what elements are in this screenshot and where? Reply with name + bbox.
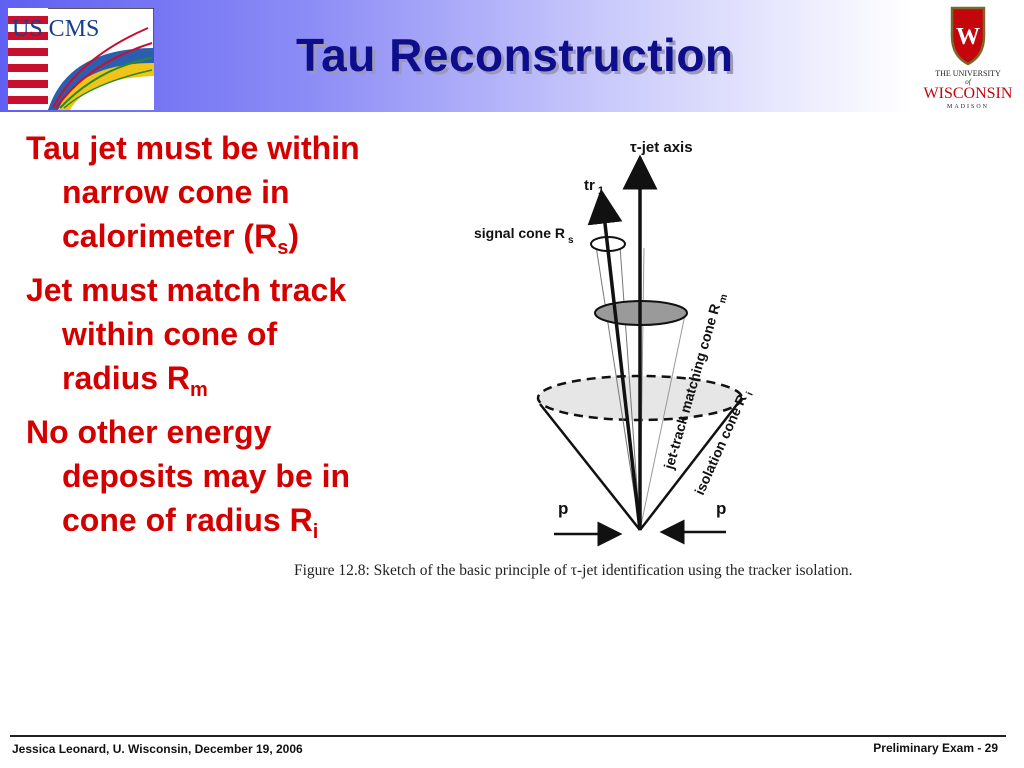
footer-divider [10, 735, 1006, 737]
footer-author: Jessica Leonard, U. Wisconsin, December … [12, 742, 303, 756]
bullet-line: calorimeter (Rs) [62, 218, 299, 259]
uw-of-text: of [965, 78, 972, 86]
figure-caption: Figure 12.8: Sketch of the basic princip… [294, 562, 853, 579]
p-right-label: p [716, 499, 726, 518]
bullet-line: deposits may be in [62, 458, 351, 494]
crest-icon [950, 6, 986, 66]
uw-top-text: THE UNIVERSITY [935, 69, 1001, 78]
uw-madison-logo: W THE UNIVERSITY of WISCONSIN MADISON [912, 0, 1024, 112]
signal-cone-line [619, 245, 641, 531]
bullet-line: within cone of [62, 316, 278, 352]
bullet-item: Tau jet must be within narrow cone in ca… [26, 126, 446, 258]
isolation-cone-side [639, 397, 743, 531]
bullet-line: cone of radius Ri [62, 502, 319, 543]
matching-cone-line [639, 309, 687, 531]
tau-axis-label: τ-jet axis [630, 139, 693, 156]
us-cms-logo: US CMS [8, 8, 154, 110]
uw-name-text: WISCONSIN [924, 85, 1013, 102]
isolation-cone-side [539, 403, 641, 531]
track-arrow [587, 188, 642, 531]
bullet-line: Tau jet must be within [26, 130, 360, 166]
bullet-list: Tau jet must be within narrow cone in ca… [26, 126, 446, 552]
page-title: Tau Reconstruction [296, 29, 734, 81]
bullet-item: Jet must match track within cone of radi… [26, 268, 446, 400]
us-cms-logo-text: US CMS [12, 16, 99, 42]
footer-page-number: Preliminary Exam - 29 [873, 741, 998, 755]
bullet-line: No other energy [26, 414, 272, 450]
bullet-line: narrow cone in [62, 174, 290, 210]
svg-text:W: W [956, 24, 980, 50]
signal-cone-line [595, 245, 641, 531]
bullet-item: No other energy deposits may be in cone … [26, 410, 446, 542]
bullet-line: Jet must match track [26, 272, 347, 308]
p-left-label: p [558, 499, 568, 518]
flag-stripes [8, 8, 48, 110]
uw-sub-text: MADISON [947, 104, 989, 110]
bullet-line: radius Rm [62, 360, 208, 401]
